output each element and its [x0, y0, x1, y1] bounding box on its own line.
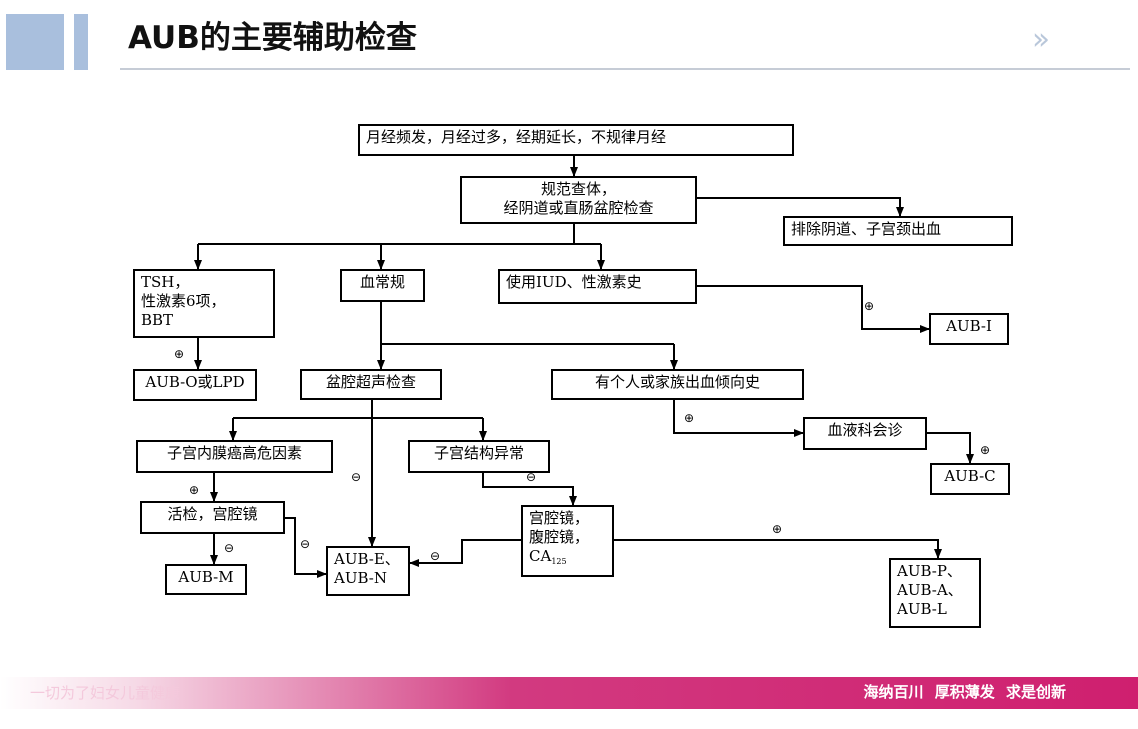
aub-m-box: AUB-M: [165, 564, 247, 595]
aub-pal-line-3: AUB-L: [897, 600, 947, 618]
bleeding-history-text: 有个人或家族出血倾向史: [594, 373, 760, 391]
aub-m-text: AUB-M: [178, 568, 234, 586]
start-symptoms-text: 月经频发，月经过多，经期延长，不规律月经: [366, 128, 667, 146]
negative-sign-biopsy-en: ⊖: [300, 537, 311, 551]
physical-exam-box: 规范查体， 经阴道或直肠盆腔检查: [460, 176, 697, 224]
cancer-risk-text: 子宫内膜癌高危因素: [166, 444, 302, 462]
positive-sign-bleeding: ⊕: [684, 411, 695, 425]
arrow-bleeding-to-hematology: [673, 400, 804, 437]
header-accent-strip: [74, 14, 88, 70]
title-divider: [120, 68, 1130, 70]
aub-o-box: AUB-O或LPD: [133, 369, 257, 401]
arrow-hematology-to-aub-c: [927, 432, 974, 464]
cancer-risk-box: 子宫内膜癌高危因素: [136, 440, 333, 473]
negative-sign-structure: ⊖: [526, 470, 537, 484]
physical-exam-line-1: 规范查体，: [540, 180, 616, 198]
aub-en-box: AUB-E、 AUB-N: [326, 546, 410, 596]
aub-en-line-1: AUB-E、: [334, 550, 400, 568]
positive-sign-scopes: ⊕: [772, 522, 783, 536]
start-symptoms-box: 月经频发，月经过多，经期延长，不规律月经: [358, 124, 794, 156]
uterine-structure-box: 子宫结构异常: [408, 440, 550, 473]
exclude-bleeding-box: 排除阴道、子宫颈出血: [783, 216, 1013, 246]
arrow-exam-to-exclude: [697, 197, 904, 217]
biopsy-hysteroscopy-box: 活检，宫腔镜: [140, 501, 285, 534]
arrow-biopsy-to-aub-en: [285, 517, 327, 578]
footer-slogan-right: 海纳百川 厚积薄发 求是创新: [863, 683, 1066, 701]
aub-c-box: AUB-C: [930, 463, 1010, 495]
pelvic-ultrasound-text: 盆腔超声检查: [325, 373, 416, 391]
biopsy-hysteroscopy-text: 活检，宫腔镜: [167, 505, 258, 523]
hormone-tests-box: TSH， 性激素6项， BBT: [133, 269, 275, 338]
hematology-consult-text: 血液科会诊: [827, 421, 903, 439]
positive-sign-hematology: ⊕: [980, 443, 991, 457]
iud-history-box: 使用IUD、性激素史: [498, 269, 697, 304]
page-title: AUB的主要辅助检查: [128, 20, 417, 56]
footer-band: [0, 677, 1138, 709]
blood-routine-box: 血常规: [340, 269, 425, 302]
aub-i-text: AUB-I: [946, 317, 992, 335]
footer-slogan-left: 一切为了妇女儿童健康: [30, 684, 181, 702]
arrow-scopes-to-aub-pal: [614, 539, 942, 559]
arrow-structure-to-scopes: [482, 473, 577, 506]
arrow-scopes-to-aub-en: [409, 539, 521, 567]
scopes-line-1: 宫腔镜，: [529, 509, 590, 527]
negative-sign-ultrasound: ⊖: [351, 470, 362, 484]
blood-routine-text: 血常规: [359, 273, 405, 291]
aub-pal-line-1: AUB-P、: [897, 562, 962, 580]
physical-exam-line-2: 经阴道或直肠盆腔检查: [503, 199, 654, 217]
uterine-structure-text: 子宫结构异常: [433, 444, 524, 462]
hormone-tests-line-2: 性激素6项，: [141, 292, 226, 310]
positive-sign-tests: ⊕: [174, 347, 185, 361]
iud-history-text: 使用IUD、性激素史: [506, 273, 642, 291]
aub-pal-box: AUB-P、 AUB-A、 AUB-L: [889, 558, 981, 628]
ca125-subscript: 125: [551, 557, 567, 566]
aub-i-box: AUB-I: [929, 313, 1009, 345]
aub-en-line-2: AUB-N: [334, 569, 387, 587]
aub-c-text: AUB-C: [944, 467, 996, 485]
aub-o-text: AUB-O或LPD: [145, 373, 245, 391]
hormone-tests-line-1: TSH，: [141, 273, 190, 291]
positive-sign-iud: ⊕: [864, 299, 875, 313]
negative-sign-scopes: ⊖: [430, 549, 441, 563]
hormone-tests-line-3: BBT: [141, 311, 174, 329]
bleeding-history-box: 有个人或家族出血倾向史: [551, 369, 804, 400]
positive-sign-cancer-risk: ⊕: [189, 483, 200, 497]
scopes-line-2: 腹腔镜，: [529, 528, 590, 546]
pelvic-ultrasound-box: 盆腔超声检查: [300, 369, 442, 400]
negative-sign-biopsy-m: ⊖: [224, 541, 235, 555]
scopes-ca125-box: 宫腔镜， 腹腔镜， CA125: [521, 505, 614, 577]
header-accent-block: [6, 14, 64, 70]
exclude-bleeding-text: 排除阴道、子宫颈出血: [791, 220, 942, 238]
ca125-label: CA125: [529, 547, 567, 566]
arrow-iud-to-aub-i: [697, 285, 930, 333]
hematology-consult-box: 血液科会诊: [803, 417, 927, 450]
aub-pal-line-2: AUB-A、: [897, 581, 963, 599]
